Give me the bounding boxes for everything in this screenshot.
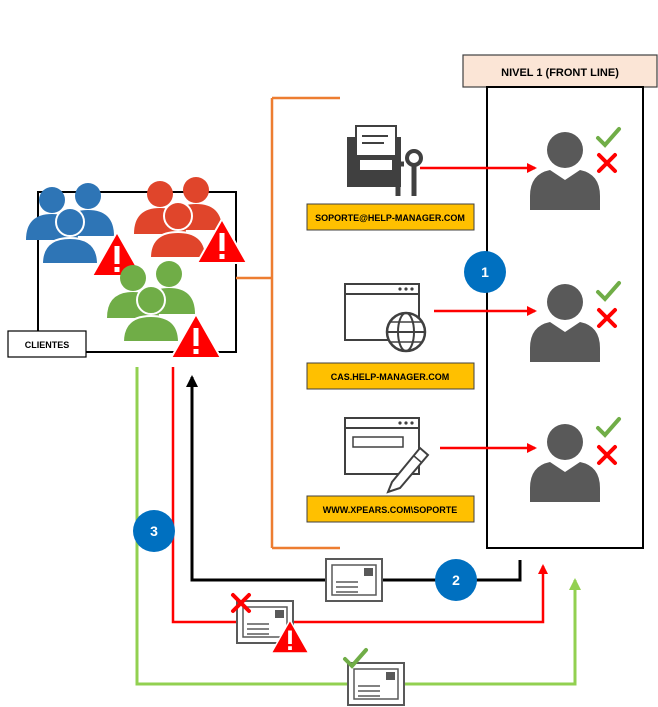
- flow-return-black: [186, 375, 522, 582]
- step-1-marker: 1: [464, 251, 506, 293]
- level-header-text: NIVEL 1 (FRONT LINE): [501, 67, 619, 79]
- envelope-icon: [325, 558, 383, 602]
- channel-label-email: SOPORTE@HELP-MANAGER.COM: [315, 213, 465, 223]
- channel-label-portal: CAS.HELP-MANAGER.COM: [331, 372, 450, 382]
- flow-error-red: [171, 367, 548, 624]
- clients-label: CLIENTES: [7, 330, 87, 358]
- level-header: NIVEL 1 (FRONT LINE): [462, 54, 658, 88]
- flow-success-green: [135, 367, 581, 686]
- envelope-icon: [347, 662, 405, 706]
- check-icon: [596, 417, 621, 437]
- browser-pencil-icon: [344, 417, 430, 494]
- cross-icon: [597, 308, 617, 328]
- check-icon: [596, 127, 621, 147]
- mail-tray-wrench-icon: [347, 125, 423, 196]
- envelope-success: [343, 648, 405, 706]
- channel-webform: WWW.XPEARS.COM\SOPORTE: [306, 417, 475, 523]
- cross-icon: [597, 153, 617, 173]
- cross-icon: [597, 445, 617, 465]
- browser-globe-icon: [344, 283, 427, 353]
- channels-bracket: [236, 96, 340, 550]
- envelope-return: [325, 558, 383, 602]
- envelope-error: [231, 593, 310, 654]
- step-2-number: 2: [452, 572, 460, 588]
- step-3-number: 3: [150, 523, 158, 539]
- channel-portal: CAS.HELP-MANAGER.COM: [306, 283, 475, 390]
- level-1-panel: [486, 86, 644, 549]
- agent-icon: [530, 424, 600, 502]
- agent-2: [530, 281, 621, 362]
- agent-1: [530, 127, 621, 210]
- agent-3: [530, 417, 621, 502]
- agent-icon: [530, 284, 600, 362]
- channel-label-webform: WWW.XPEARS.COM\SOPORTE: [323, 505, 458, 515]
- step-3-marker: 3: [133, 510, 175, 552]
- agent-icon: [530, 132, 600, 210]
- step-2-marker: 2: [435, 559, 477, 601]
- check-icon: [596, 281, 621, 301]
- clients-label-text: CLIENTES: [25, 340, 70, 350]
- channel-email: SOPORTE@HELP-MANAGER.COM: [306, 125, 475, 231]
- step-1-number: 1: [481, 264, 489, 280]
